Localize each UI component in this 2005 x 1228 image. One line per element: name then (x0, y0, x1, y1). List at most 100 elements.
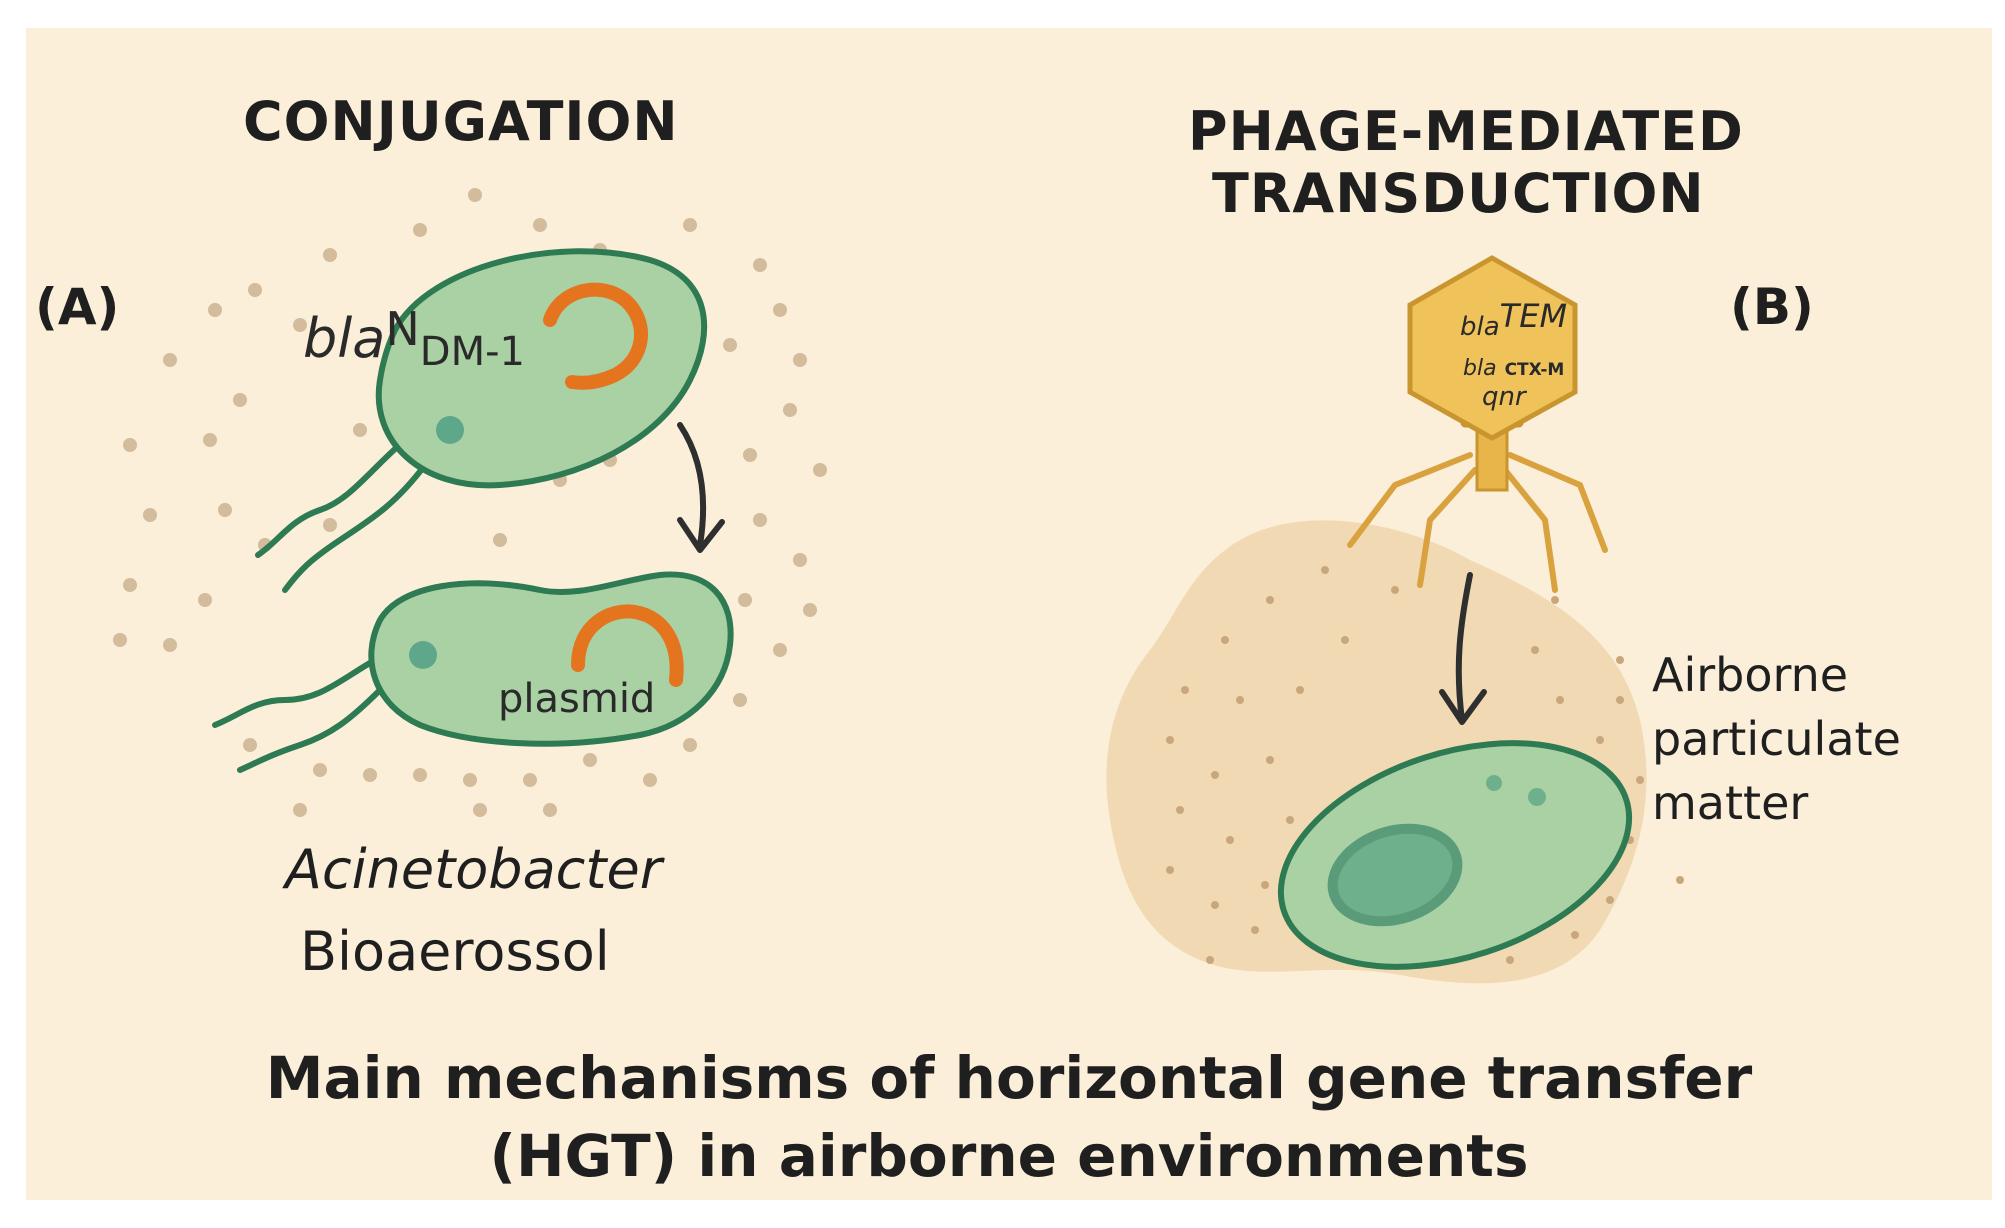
aerosol-dot (123, 438, 137, 452)
aerosol-dot (753, 258, 767, 272)
donor-flagella (255, 437, 428, 593)
donor-gene-label: blaNDM-1 (303, 302, 525, 375)
particulate-dot (1391, 586, 1399, 594)
aerosol-dot (813, 463, 827, 477)
particulate-dot (1341, 636, 1349, 644)
panel-b-heading-line1: PHAGE-MEDIATED (1188, 100, 1744, 163)
aerosol-dot (143, 508, 157, 522)
aerosol-dot (313, 763, 327, 777)
aerosol-dot (113, 633, 127, 647)
aerosol-dot (793, 553, 807, 567)
particulate-dot (1221, 636, 1229, 644)
aerosol-dot (123, 578, 137, 592)
footer-line-1: Main mechanisms of horizontal gene trans… (265, 1044, 1753, 1112)
aerosol-dot (323, 518, 337, 532)
target-granule (1528, 788, 1546, 806)
organism-label: Acinetobacter (285, 838, 662, 901)
aerosol-dot (468, 188, 482, 202)
plasmid-label: plasmid (498, 676, 655, 722)
aerosol-dot (203, 433, 217, 447)
recipient-nucleoid (409, 641, 437, 669)
aerosol-dot (493, 533, 507, 547)
donor-nucleoid (436, 416, 464, 444)
target-granule (1486, 775, 1502, 791)
aerosol-dot (783, 403, 797, 417)
particulate-dot (1531, 646, 1539, 654)
figure-panel (26, 28, 1992, 1200)
pm-label-line2: particulate (1652, 712, 1901, 766)
aerosol-dot (473, 803, 487, 817)
aerosol-dot (413, 768, 427, 782)
particulate-dot (1211, 771, 1219, 779)
aerosol-dot (773, 303, 787, 317)
aerosol-dot (233, 393, 247, 407)
aerosol-dot (743, 448, 757, 462)
aerosol-dot (753, 513, 767, 527)
aerosol-dot (353, 423, 367, 437)
aerosol-dot (683, 738, 697, 752)
particulate-dot (1321, 566, 1329, 574)
infection-arrow (1439, 572, 1487, 725)
aerosol-dots (113, 188, 827, 817)
aerosol-dot (293, 803, 307, 817)
footer-line-2: (HGT) in airborne environments (489, 1122, 1529, 1190)
panel-b-heading-line2: TRANSDUCTION (1212, 162, 1705, 225)
pm-label-line3: matter (1652, 776, 1809, 830)
particulate-dot (1226, 836, 1234, 844)
aerosol-dot (533, 218, 547, 232)
particulate-dot (1596, 736, 1604, 744)
particulate-dot (1166, 866, 1174, 874)
particulate-dot (1506, 956, 1514, 964)
aerosol-dot (683, 218, 697, 232)
bacteriophage (1347, 255, 1608, 593)
aerosol-dot (523, 773, 537, 787)
phage-gene-1: blaTEM (1460, 297, 1567, 342)
particulate-dot (1211, 901, 1219, 909)
aerosol-dot (198, 593, 212, 607)
aerosol-dot (243, 738, 257, 752)
aerosol-dot (218, 503, 232, 517)
particulate-dot (1261, 881, 1269, 889)
aerosol-dot (413, 223, 427, 237)
particulate-dot (1206, 956, 1214, 964)
aerosol-dot (803, 603, 817, 617)
aerosol-dot (793, 353, 807, 367)
aerosol-dot (643, 773, 657, 787)
particulate-dot (1616, 696, 1624, 704)
particulate-dot (1266, 756, 1274, 764)
phage-head (1407, 255, 1578, 441)
aerosol-dot (733, 693, 747, 707)
particulate-dot (1236, 696, 1244, 704)
particulate-dot (1676, 876, 1684, 884)
particulate-dot (1266, 596, 1274, 604)
aerosol-dot (773, 643, 787, 657)
transfer-arrow (677, 422, 725, 553)
aerosol-dot (323, 248, 337, 262)
aerosol-dot (463, 773, 477, 787)
aerosol-dot (363, 768, 377, 782)
recipient-plasmid (571, 604, 684, 687)
aerosol-dot (543, 803, 557, 817)
particulate-dot (1571, 931, 1579, 939)
aerosol-dot (208, 303, 222, 317)
pm-label-line1: Airborne (1652, 648, 1849, 702)
aerosol-dot (163, 353, 177, 367)
particulate-dot (1166, 736, 1174, 744)
phage-tail-fibers (1347, 452, 1608, 593)
particulate-dot (1286, 816, 1294, 824)
aerosol-dot (583, 753, 597, 767)
aerosol-dot (738, 593, 752, 607)
aerosol-dot (293, 318, 307, 332)
panel-a-heading: CONJUGATION (243, 90, 679, 153)
particulate-dot (1296, 686, 1304, 694)
panel-a-letter: (A) (35, 278, 120, 336)
source-label: Bioaerossol (300, 920, 610, 983)
particulate-dot (1176, 806, 1184, 814)
recipient-flagella (212, 657, 383, 773)
particulate-dot (1551, 596, 1559, 604)
particulate-dot (1636, 776, 1644, 784)
phage-gene-3: qnr (1482, 382, 1528, 412)
panel-b-letter: (B) (1730, 278, 1814, 336)
particulate-dot (1251, 926, 1259, 934)
